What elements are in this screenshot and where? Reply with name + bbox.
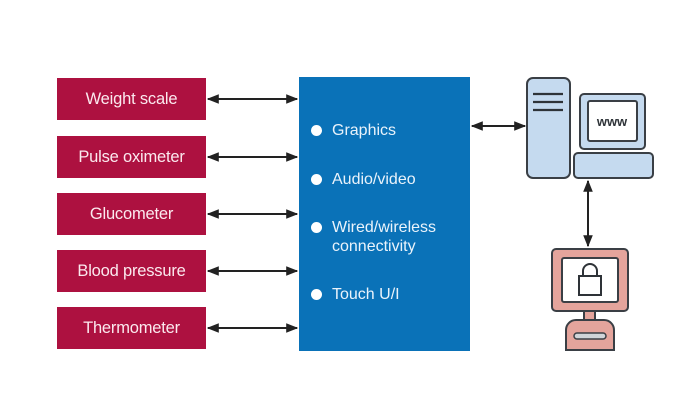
- feature-label: Audio/video: [332, 171, 416, 188]
- device-label: Pulse oximeter: [78, 147, 185, 166]
- bullet-icon: [311, 289, 322, 300]
- device-blood-pressure: Blood pressure: [57, 250, 206, 292]
- bullet-icon: [311, 174, 322, 185]
- device-label: Glucometer: [89, 204, 174, 223]
- feature-label: Graphics: [332, 122, 397, 139]
- bullet-icon: [311, 222, 322, 233]
- feature-connectivity: Wired/wireless connectivity: [311, 218, 436, 256]
- device-pulse-oximeter: Pulse oximeter: [57, 136, 206, 178]
- bullet-icon: [311, 125, 322, 136]
- desktop-computer-icon: www: [526, 77, 654, 179]
- device-glucometer: Glucometer: [57, 193, 206, 235]
- feature-audio-video: Audio/video: [311, 170, 416, 189]
- feature-label-line1: Wired/wireless: [332, 219, 437, 236]
- feature-label: Touch U/I: [332, 286, 400, 303]
- device-label: Blood pressure: [77, 261, 186, 280]
- keyboard-base-icon: [573, 152, 654, 179]
- device-label: Thermometer: [83, 318, 180, 337]
- hub-box: Graphics Audio/video Wired/wireless conn…: [299, 77, 470, 351]
- feature-touch-ui: Touch U/I: [311, 285, 400, 304]
- secure-terminal-icon: [551, 248, 629, 351]
- lock-icon: [578, 263, 602, 296]
- feature-graphics: Graphics: [311, 121, 396, 140]
- screen-text: www: [596, 114, 628, 129]
- device-weight-scale: Weight scale: [57, 78, 206, 120]
- feature-label-line2: connectivity: [332, 238, 416, 255]
- device-label: Weight scale: [85, 89, 178, 108]
- device-thermometer: Thermometer: [57, 307, 206, 349]
